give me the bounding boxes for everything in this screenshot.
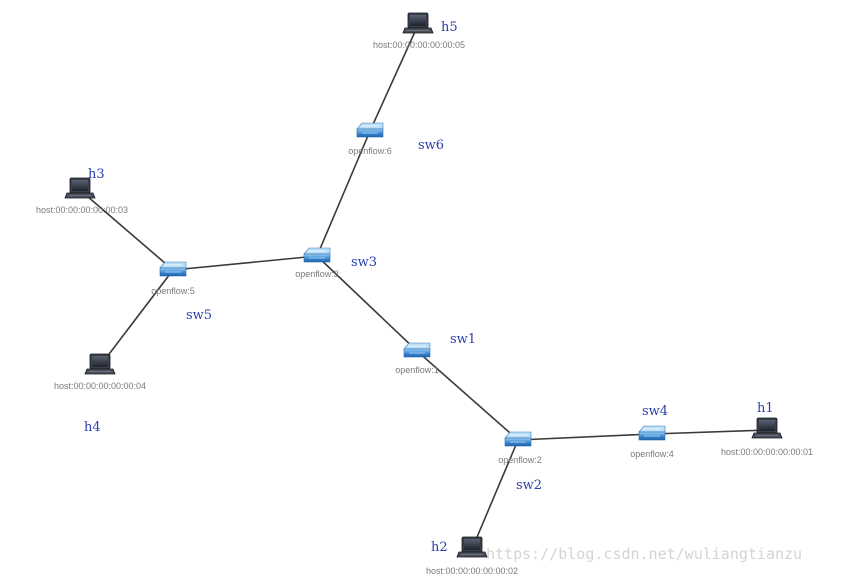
switch-node-sw3[interactable]: openflow:3 sw3: [295, 247, 377, 279]
switch-name-label: sw4: [642, 404, 668, 419]
host-node-h1[interactable]: host:00:00:00:00:00:01 h1: [721, 401, 813, 457]
switch-node-sw6[interactable]: openflow:6 sw6: [348, 122, 444, 156]
laptop-icon: [64, 177, 96, 199]
switch-id-label: openflow:5: [151, 286, 195, 296]
host-node-h2[interactable]: host:00:00:00:00:00:02 h2: [426, 536, 518, 576]
switch-name-label: sw2: [516, 478, 542, 493]
switch-node-sw1[interactable]: openflow:1 sw1: [395, 332, 476, 375]
link-sw5-h4: [99, 269, 174, 367]
host-name-label: h1: [757, 401, 774, 416]
host-id-label: host:00:00:00:00:00:04: [54, 381, 146, 391]
switch-name-label: sw3: [351, 255, 377, 270]
link-sw2-h2: [471, 439, 519, 550]
host-name-label: h5: [441, 20, 458, 35]
switch-node-sw4[interactable]: openflow:4 sw4: [630, 404, 674, 459]
host-node-h3[interactable]: host:00:00:00:00:00:03 h3: [36, 167, 128, 215]
switch-name-label: sw1: [450, 332, 476, 347]
links-layer: [79, 24, 768, 550]
switch-id-label: openflow:2: [498, 455, 542, 465]
link-sw5-h3: [79, 189, 174, 271]
laptop-icon: [402, 12, 434, 34]
link-sw6-h5: [369, 24, 419, 132]
host-id-label: host:00:00:00:00:00:02: [426, 566, 518, 576]
switch-name-label: sw5: [186, 308, 212, 323]
link-sw3-sw5: [172, 255, 318, 271]
switch-icon: [504, 431, 532, 447]
nodes-layer: openflow:1sw1openflow:2sw2openflow:3sw3o…: [36, 12, 813, 576]
switch-icon: [403, 342, 431, 358]
link-sw3-sw1: [316, 255, 418, 352]
switch-node-sw5[interactable]: openflow:5 sw5: [151, 261, 212, 323]
host-id-label: host:00:00:00:00:00:05: [373, 40, 465, 50]
host-id-label: host:00:00:00:00:00:01: [721, 447, 813, 457]
host-node-h5[interactable]: host:00:00:00:00:00:05 h5: [373, 12, 465, 50]
switch-icon: [159, 261, 187, 277]
laptop-icon: [456, 536, 488, 558]
switch-icon: [356, 122, 384, 138]
link-sw4-h1: [651, 429, 768, 435]
host-id-label: host:00:00:00:00:00:03: [36, 205, 128, 215]
switch-id-label: openflow:1: [395, 365, 439, 375]
link-sw3-sw6: [316, 130, 371, 257]
laptop-icon: [84, 353, 116, 375]
host-name-label: h4: [84, 420, 101, 435]
watermark: https://blog.csdn.net/wuliangtianzu: [486, 545, 802, 563]
switch-name-label: sw6: [418, 138, 444, 153]
switch-node-sw2[interactable]: openflow:2 sw2: [498, 431, 542, 493]
switch-id-label: openflow:6: [348, 146, 392, 156]
host-name-label: h3: [88, 167, 105, 182]
link-sw1-sw2: [416, 350, 519, 441]
host-node-h4[interactable]: host:00:00:00:00:00:04 h4: [54, 353, 146, 435]
host-name-label: h2: [431, 540, 448, 555]
link-sw2-sw4: [517, 433, 653, 441]
switch-id-label: openflow:3: [295, 269, 339, 279]
switch-icon: [638, 425, 666, 441]
laptop-icon: [751, 417, 783, 439]
switch-icon: [303, 247, 331, 263]
switch-id-label: openflow:4: [630, 449, 674, 459]
